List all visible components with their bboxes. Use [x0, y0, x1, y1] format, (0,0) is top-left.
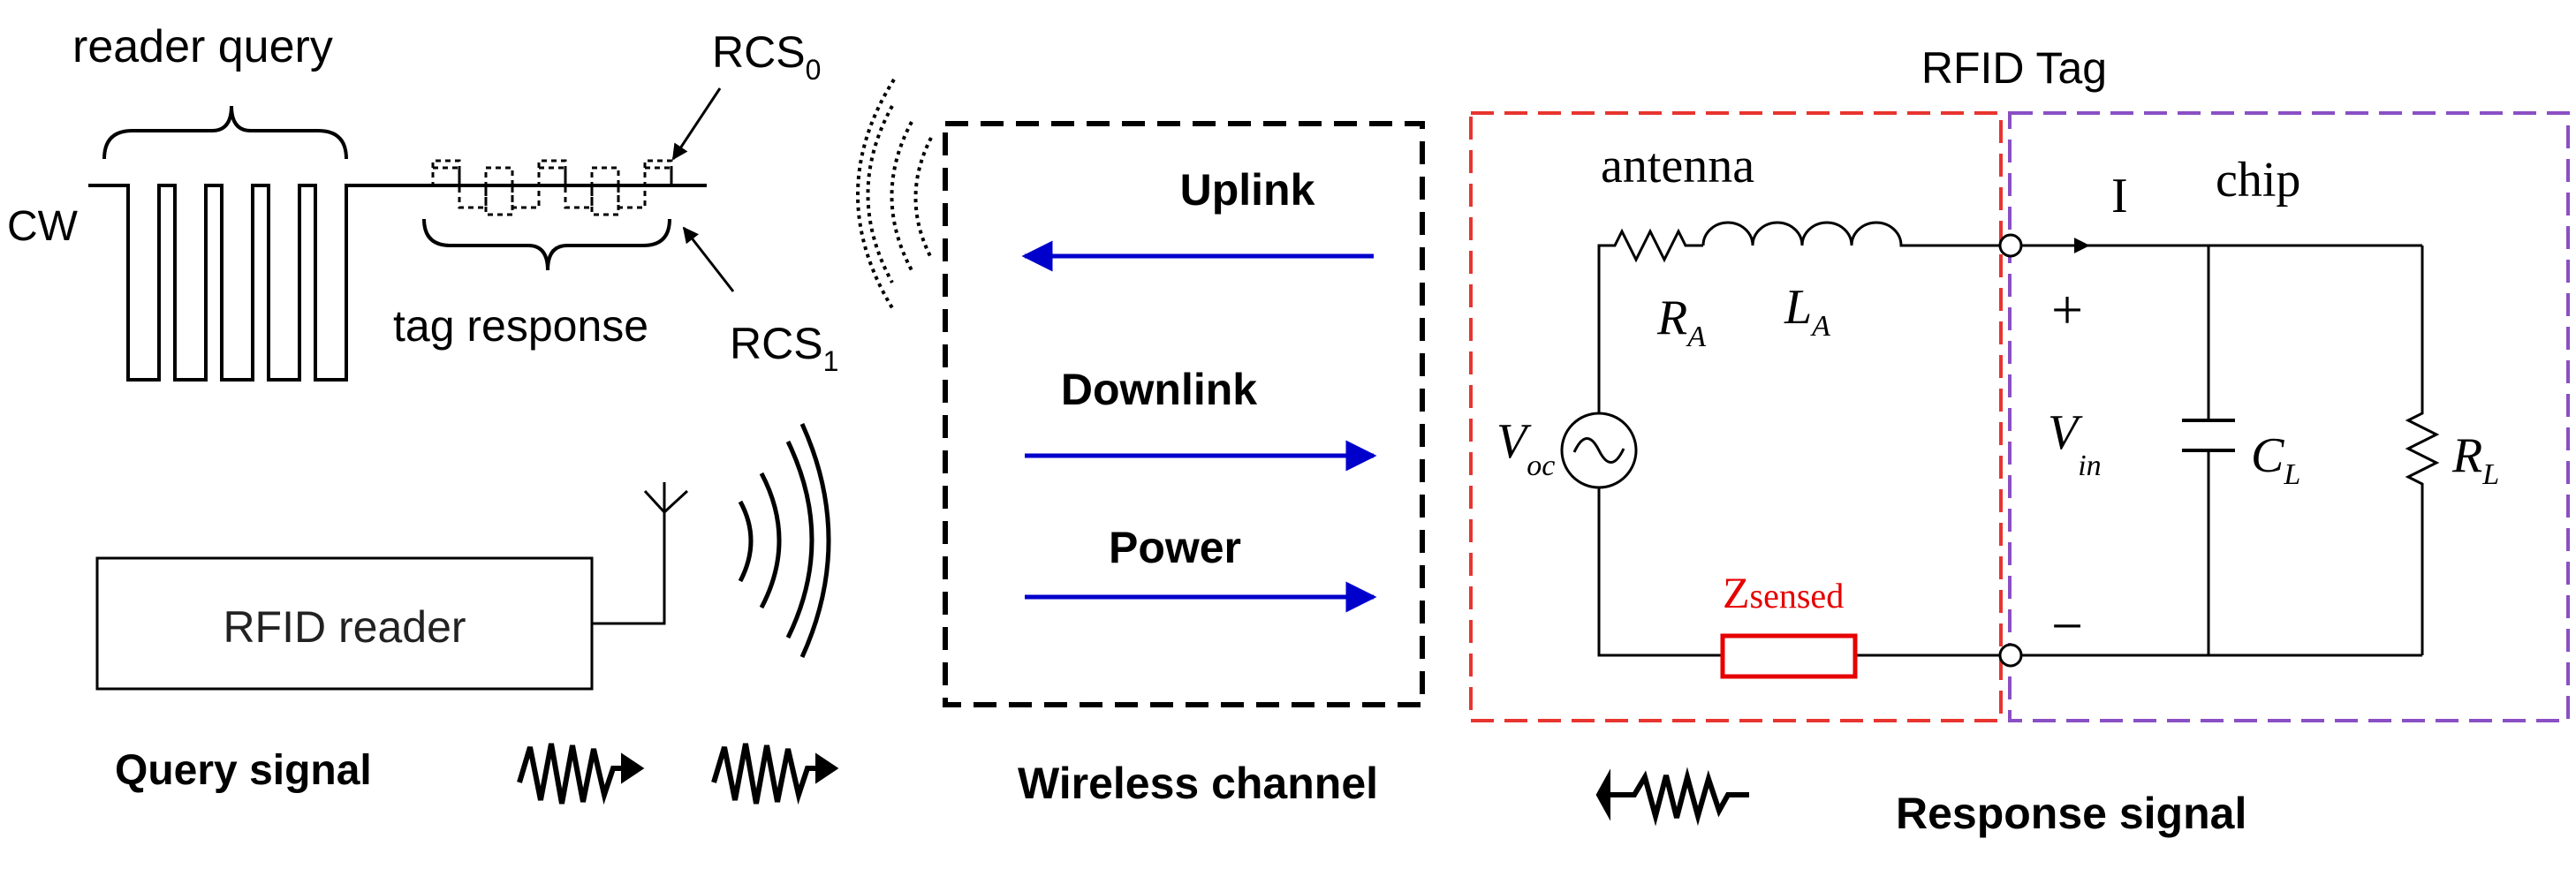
reader-antenna-icon [592, 482, 689, 625]
tag-backscatter-arcs [856, 78, 933, 313]
rfid-reader-label: RFID reader [223, 602, 466, 652]
wireless-channel-caption: Wireless channel [1018, 759, 1378, 808]
zsensed-element [1720, 633, 1858, 679]
vin-sub: in [2078, 450, 2101, 482]
inductor-la-symbol [1701, 221, 1940, 247]
tag-response-label: tag response [393, 301, 648, 351]
rcs0-main: RCS [712, 27, 806, 77]
rcs0-label: RCS0 [712, 27, 821, 86]
query-signal-wave-icon-1 [517, 743, 645, 805]
rfid-tag-title: RFID Tag [1921, 43, 2107, 93]
reader-query-brace [102, 105, 348, 160]
uplink-label: Uplink [1180, 165, 1315, 215]
ra-sub: A [1686, 321, 1706, 353]
rcs1-pointer [682, 226, 735, 292]
resistor-rl-symbol [2405, 406, 2440, 495]
response-signal-label: Response signal [1896, 789, 2246, 838]
la-sub: A [1810, 310, 1830, 343]
voltage-source-voc-symbol [1560, 412, 1638, 489]
la-main: L [1784, 280, 1812, 335]
rl-label: RL [2451, 428, 2499, 491]
bottom-terminal-node [1998, 643, 2023, 668]
current-label: I [2111, 169, 2128, 223]
rl-main: R [2451, 428, 2482, 483]
query-signal-label: Query signal [115, 747, 372, 794]
cl-main: C [2251, 428, 2284, 483]
rcs1-main: RCS [730, 319, 823, 368]
response-signal-wave-icon [1595, 767, 1749, 827]
resistor-ra-symbol [1606, 228, 1703, 263]
zsensed-sub: sensed [1750, 576, 1845, 616]
vin-main: V [2048, 405, 2083, 460]
cl-sub: L [2283, 458, 2300, 491]
zsensed-main: Z [1723, 568, 1750, 617]
tag-response-brace [422, 218, 671, 271]
rfid-reader-box [95, 556, 594, 691]
voc-label: Voc [1496, 414, 1555, 482]
tag-circuit-wires [1597, 244, 2424, 657]
query-signal-wave-icon-2 [711, 743, 839, 805]
rl-sub: L [2481, 458, 2499, 491]
chip-region-box [2008, 111, 2570, 722]
power-label: Power [1109, 523, 1241, 572]
zsensed-label: Zsensed [1723, 568, 1844, 617]
voc-main: V [1496, 414, 1532, 469]
ra-label: RA [1656, 291, 1706, 353]
downlink-label: Downlink [1061, 365, 1257, 414]
cl-label: CL [2251, 428, 2300, 491]
antenna-label: antenna [1601, 139, 1754, 193]
reader-query-waveform [88, 184, 707, 382]
minus-label: − [2051, 594, 2083, 657]
top-terminal-node [1998, 233, 2023, 258]
capacitor-cl-symbol [2182, 419, 2235, 452]
vin-label: Vin [2048, 405, 2102, 482]
voc-sub: oc [1527, 450, 1555, 482]
chip-label: chip [2216, 153, 2300, 208]
rcs0-sub: 0 [806, 54, 822, 86]
tag-response-waveform [431, 159, 673, 216]
rcs0-pointer [671, 87, 722, 161]
rcs1-sub: 1 [823, 345, 839, 377]
rcs1-label: RCS1 [730, 319, 838, 377]
reader-emission-arcs [738, 422, 831, 659]
la-label: LA [1784, 280, 1830, 343]
plus-label: + [2051, 278, 2083, 341]
ra-main: R [1656, 291, 1687, 345]
reader-query-label: reader query [72, 21, 333, 72]
antenna-region-box [1469, 111, 2003, 722]
cw-label: CW [7, 203, 79, 250]
